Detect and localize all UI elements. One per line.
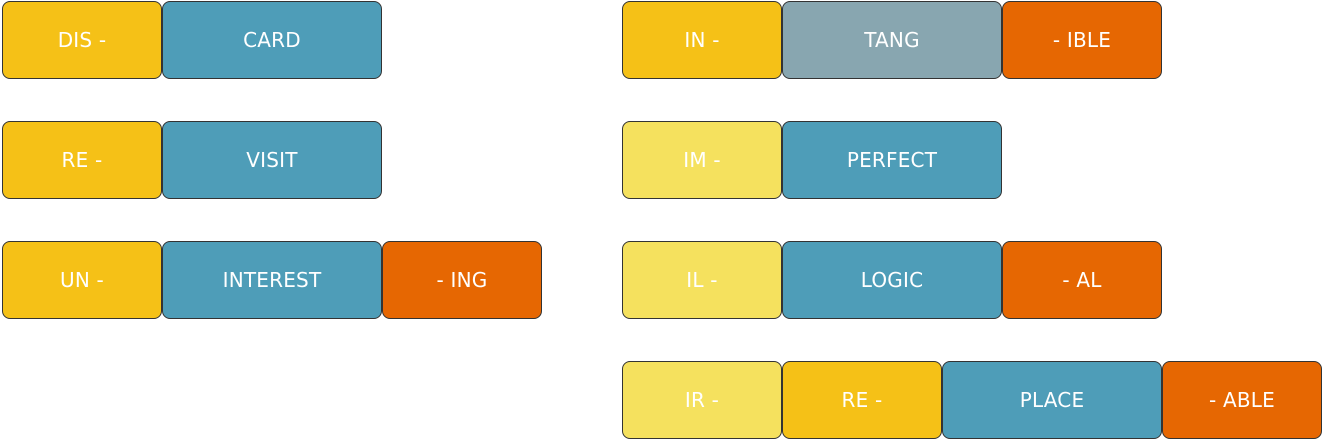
prefix-tile: IN -: [622, 1, 782, 79]
prefix-tile: IL -: [622, 241, 782, 319]
prefix-tile: IM -: [622, 121, 782, 199]
prefix-tile: IR -: [622, 361, 782, 439]
suffix-tile: - ABLE: [1162, 361, 1322, 439]
root-tile: VISIT: [162, 121, 382, 199]
suffix-tile: - AL: [1002, 241, 1162, 319]
root-tile: PLACE: [942, 361, 1162, 439]
prefix-tile: RE -: [2, 121, 162, 199]
root-tile: LOGIC: [782, 241, 1002, 319]
second-prefix-tile: RE -: [782, 361, 942, 439]
root-tile: TANG: [782, 1, 1002, 79]
root-tile: INTEREST: [162, 241, 382, 319]
suffix-tile: - IBLE: [1002, 1, 1162, 79]
root-tile: CARD: [162, 1, 382, 79]
root-tile: PERFECT: [782, 121, 1002, 199]
prefix-tile: DIS -: [2, 1, 162, 79]
suffix-tile: - ING: [382, 241, 542, 319]
prefix-tile: UN -: [2, 241, 162, 319]
